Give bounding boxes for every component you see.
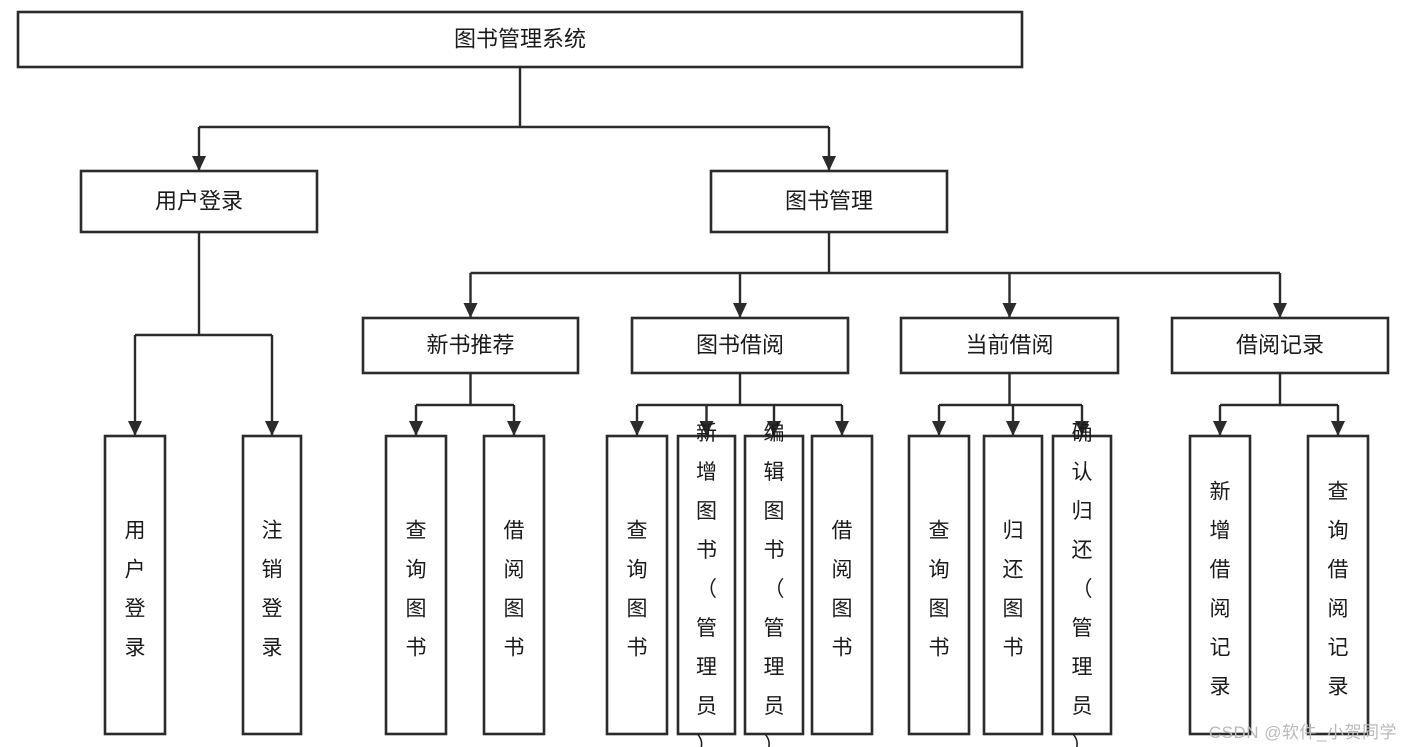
node-leaf-logout-login-rect[interactable] [241,434,303,736]
node-leaf-confirm-return-admin[interactable]: 确认归还（管理员） [1051,422,1113,747]
node-leaf-return-book-rect[interactable] [982,434,1044,736]
node-book-manage-label: 图书管理 [785,188,873,213]
arrow-head-icon [699,421,714,436]
arrow-head-icon [265,421,279,436]
node-leaf-query-borrow-record[interactable]: 查询借阅记录 [1306,434,1370,736]
node-borrow-record[interactable]: 借阅记录 [1170,316,1390,375]
node-user-login-label: 用户登录 [155,188,243,213]
arrow-head-icon [1006,421,1020,436]
arrow-head-icon [128,421,142,436]
node-leaf-edit-book-admin[interactable]: 编辑图书（管理员） [743,422,805,747]
node-current-borrow-label: 当前借阅 [965,332,1053,357]
node-leaf-borrow-book-1-rect[interactable] [482,434,546,736]
node-borrow-record-label: 借阅记录 [1236,332,1324,357]
node-layer: 图书管理系统用户登录图书管理新书推荐图书借阅当前借阅借阅记录用户登录注销登录查询… [16,10,1390,747]
node-leaf-confirm-return-admin-rect[interactable] [1051,434,1113,736]
arrow-head-icon [507,421,521,436]
node-root-system[interactable]: 图书管理系统 [16,10,1024,69]
node-leaf-add-book-admin-rect[interactable] [676,434,737,736]
node-leaf-query-book-2-label: 查询图书 [627,519,648,659]
node-leaf-user-login-label: 用户登录 [125,519,146,659]
node-current-borrow[interactable]: 当前借阅 [899,316,1120,375]
arrow-head-icon [767,421,781,436]
arrow-head-icon [409,421,423,436]
node-leaf-query-book-3-rect[interactable] [907,434,971,736]
arrow-head-icon [1002,303,1017,318]
node-user-login[interactable]: 用户登录 [79,169,319,234]
node-leaf-borrow-book-1-label: 借阅图书 [504,519,525,659]
arrow-head-icon [932,421,946,436]
node-leaf-edit-book-admin-label: 编辑图书（管理员） [764,422,785,747]
arrow-head-icon [1273,303,1287,318]
node-leaf-return-book[interactable]: 归还图书 [982,434,1044,736]
node-leaf-query-book-2[interactable]: 查询图书 [605,434,669,736]
node-leaf-edit-book-admin-rect[interactable] [743,434,805,736]
node-leaf-query-borrow-record-label: 查询借阅记录 [1328,480,1349,698]
node-leaf-user-login-rect[interactable] [103,434,167,736]
node-leaf-query-borrow-record-rect[interactable] [1306,434,1370,736]
node-leaf-return-book-label: 归还图书 [1003,519,1024,659]
node-leaf-add-borrow-record-label: 新增借阅记录 [1210,480,1231,698]
node-leaf-logout-login-label: 注销登录 [262,519,283,659]
node-book-manage-rect[interactable] [709,169,949,234]
node-new-book-recommend[interactable]: 新书推荐 [361,316,580,375]
node-borrow-record-rect[interactable] [1170,316,1390,375]
arrow-head-icon [822,156,836,171]
node-leaf-query-book-1[interactable]: 查询图书 [384,434,448,736]
node-leaf-borrow-book-2-rect[interactable] [810,434,874,736]
arrow-head-icon [1075,421,1089,436]
node-user-login-rect[interactable] [79,169,319,234]
node-current-borrow-rect[interactable] [899,316,1120,375]
node-leaf-query-book-3-label: 查询图书 [929,519,950,659]
node-leaf-logout-login[interactable]: 注销登录 [241,434,303,736]
arrow-head-icon [1331,421,1345,436]
arrow-head-icon [1213,421,1227,436]
arrow-head-icon [630,421,644,436]
node-leaf-query-book-1-label: 查询图书 [406,519,427,659]
node-leaf-add-book-admin-label: 新增图书（管理员） [696,422,717,747]
node-leaf-add-book-admin[interactable]: 新增图书（管理员） [676,422,737,747]
node-new-book-recommend-rect[interactable] [361,316,580,375]
arrow-head-icon [192,156,206,171]
node-leaf-query-book-3[interactable]: 查询图书 [907,434,971,736]
arrow-head-icon [463,303,478,318]
arrow-head-icon [733,303,747,318]
node-book-borrow-label: 图书借阅 [696,332,784,357]
node-leaf-confirm-return-admin-label: 确认归还（管理员） [1072,422,1093,747]
node-leaf-borrow-book-2[interactable]: 借阅图书 [810,434,874,736]
node-root-system-label: 图书管理系统 [454,26,586,51]
node-book-borrow[interactable]: 图书借阅 [630,316,850,375]
node-book-manage[interactable]: 图书管理 [709,169,949,234]
node-leaf-query-book-1-rect[interactable] [384,434,448,736]
node-root-system-rect[interactable] [16,10,1024,69]
node-leaf-query-book-2-rect[interactable] [605,434,669,736]
connector-layer [128,67,1345,436]
node-book-borrow-rect[interactable] [630,316,850,375]
node-new-book-recommend-label: 新书推荐 [426,332,514,357]
arrow-head-icon [835,421,849,436]
node-leaf-borrow-book-1[interactable]: 借阅图书 [482,434,546,736]
node-leaf-add-borrow-record[interactable]: 新增借阅记录 [1188,434,1252,736]
node-leaf-borrow-book-2-label: 借阅图书 [832,519,853,659]
node-leaf-user-login[interactable]: 用户登录 [103,434,167,736]
node-leaf-add-borrow-record-rect[interactable] [1188,434,1252,736]
